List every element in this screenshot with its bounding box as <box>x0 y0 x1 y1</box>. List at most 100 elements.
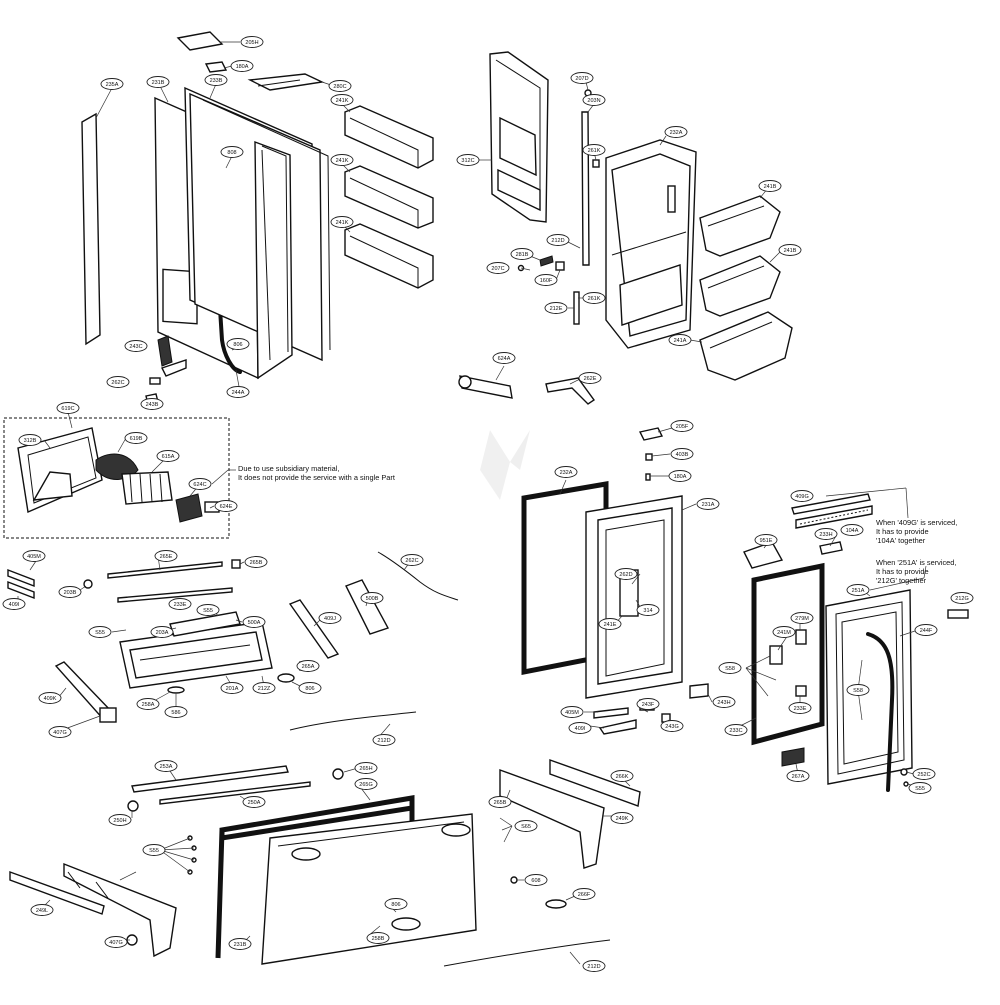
callout-text: 279M <box>795 616 809 622</box>
callout-241k2: 241K <box>330 154 354 166</box>
callout-text: 281B <box>516 252 529 258</box>
callout-203b: 203B <box>58 586 82 598</box>
left-door-assembly <box>81 31 434 405</box>
callout-266k: 266K <box>610 770 634 782</box>
callout-bubble <box>400 554 424 566</box>
callout-text: 251A <box>852 588 865 594</box>
callout-241e: 241E <box>598 618 622 630</box>
callout-250a: 250A <box>242 796 266 808</box>
callout-text: 405M <box>27 554 41 560</box>
callout-262e: 262E <box>578 372 602 384</box>
callout-text: 258B <box>372 936 385 942</box>
note-409g-line3: '104A' together <box>876 536 926 545</box>
callout-bubble <box>610 770 634 782</box>
callout-231b2: 231B <box>228 938 252 950</box>
callout-text: 312B <box>24 438 37 444</box>
callout-text: 808 <box>227 150 236 156</box>
callout-bubble <box>534 274 558 286</box>
callout-262d: 262D <box>614 568 638 580</box>
door-bin-241k-2 <box>344 165 434 229</box>
callout-text: 241E <box>604 622 617 628</box>
callout-bubble <box>214 500 238 512</box>
callout-bubble <box>38 692 62 704</box>
callout-212e: 212E <box>544 302 568 314</box>
callout-203n: 203N <box>582 94 606 106</box>
callout-bubble <box>582 292 606 304</box>
callout-bubble <box>668 334 692 346</box>
callout-261k2: 261K <box>582 292 606 304</box>
note-409g: When '409G' is serviced, It has to provi… <box>876 518 957 545</box>
callout-s58b: S58 <box>846 684 870 696</box>
callout-201a: 201A <box>220 682 244 694</box>
callout-text: 241K <box>336 220 349 226</box>
callout-bubble <box>252 682 276 694</box>
callout-text: 312C <box>461 158 474 164</box>
callout-text: 212G <box>955 596 968 602</box>
callout-bubble <box>670 448 694 460</box>
callout-409g: 409G <box>790 490 814 502</box>
callout-bubble <box>788 702 812 714</box>
callout-text: 624C <box>193 482 206 488</box>
callout-text: 241M <box>777 630 791 636</box>
callout-text: 586 <box>171 710 180 716</box>
callout-243g: 243G <box>660 720 684 732</box>
door-bin-241b-1 <box>699 195 781 257</box>
door-bin-241a <box>699 311 793 381</box>
callout-text: 250A <box>248 800 261 806</box>
callout-bubble <box>244 556 268 568</box>
callout-text: 241K <box>336 98 349 104</box>
callout-314: 314 <box>636 604 660 616</box>
callout-bubble <box>242 616 266 628</box>
callout-text: 265E <box>160 554 173 560</box>
callout-text: 235A <box>106 82 119 88</box>
callout-bubble <box>914 624 938 636</box>
callout-bubble <box>724 724 748 736</box>
callout-s55d: S55 <box>142 844 166 856</box>
callout-bubble <box>108 814 132 826</box>
callout-bubble <box>228 938 252 950</box>
callout-text: 266F <box>578 892 591 898</box>
callout-bubble <box>318 612 342 624</box>
callout-text: 243F <box>642 702 655 708</box>
callout-bubble <box>614 568 638 580</box>
callout-bubble <box>22 550 46 562</box>
callout-bubble <box>372 734 396 746</box>
callout-bubble <box>544 302 568 314</box>
callout-bubble <box>778 244 802 256</box>
watermark-logo <box>480 430 530 500</box>
note-251a-line1: When '251A' is serviced, <box>876 558 957 567</box>
callout-text: 244A <box>232 390 245 396</box>
callout-text: 608 <box>531 878 540 884</box>
callout-bubble <box>220 682 244 694</box>
callout-text: 203N <box>587 98 600 104</box>
callout-text: 212Z <box>258 686 271 692</box>
callout-806b: 806 <box>298 682 322 694</box>
callout-bubble <box>354 762 378 774</box>
callout-249l: 249L <box>30 904 54 916</box>
callout-bubble <box>912 768 936 780</box>
callout-text: 205H <box>245 40 258 46</box>
callout-text: 212D <box>587 964 600 970</box>
callout-text: 407G <box>109 940 122 946</box>
callout-bubble <box>582 94 606 106</box>
callout-bubble <box>56 402 80 414</box>
callout-bubble <box>104 936 128 948</box>
callout-text: 267A <box>792 774 805 780</box>
callout-624e: 624E <box>214 500 238 512</box>
callout-207d: 207D <box>570 72 594 84</box>
callout-text: 250H <box>113 818 126 824</box>
callout-bubble <box>950 592 974 604</box>
callout-bubble <box>164 706 188 718</box>
callout-bubble <box>384 898 408 910</box>
callout-281b: 281B <box>510 248 534 260</box>
callout-text: 265G <box>359 782 372 788</box>
right-door-assembly <box>521 427 709 735</box>
callout-405m2: 405M <box>560 706 584 718</box>
callout-251a: 251A <box>846 584 870 596</box>
callout-text: 180A <box>236 64 249 70</box>
callout-244a: 244A <box>226 386 250 398</box>
callout-258a: 258A <box>136 698 160 710</box>
callout-text: 243C <box>129 344 142 350</box>
callout-bubble <box>524 874 548 886</box>
callout-bubble <box>240 36 264 48</box>
